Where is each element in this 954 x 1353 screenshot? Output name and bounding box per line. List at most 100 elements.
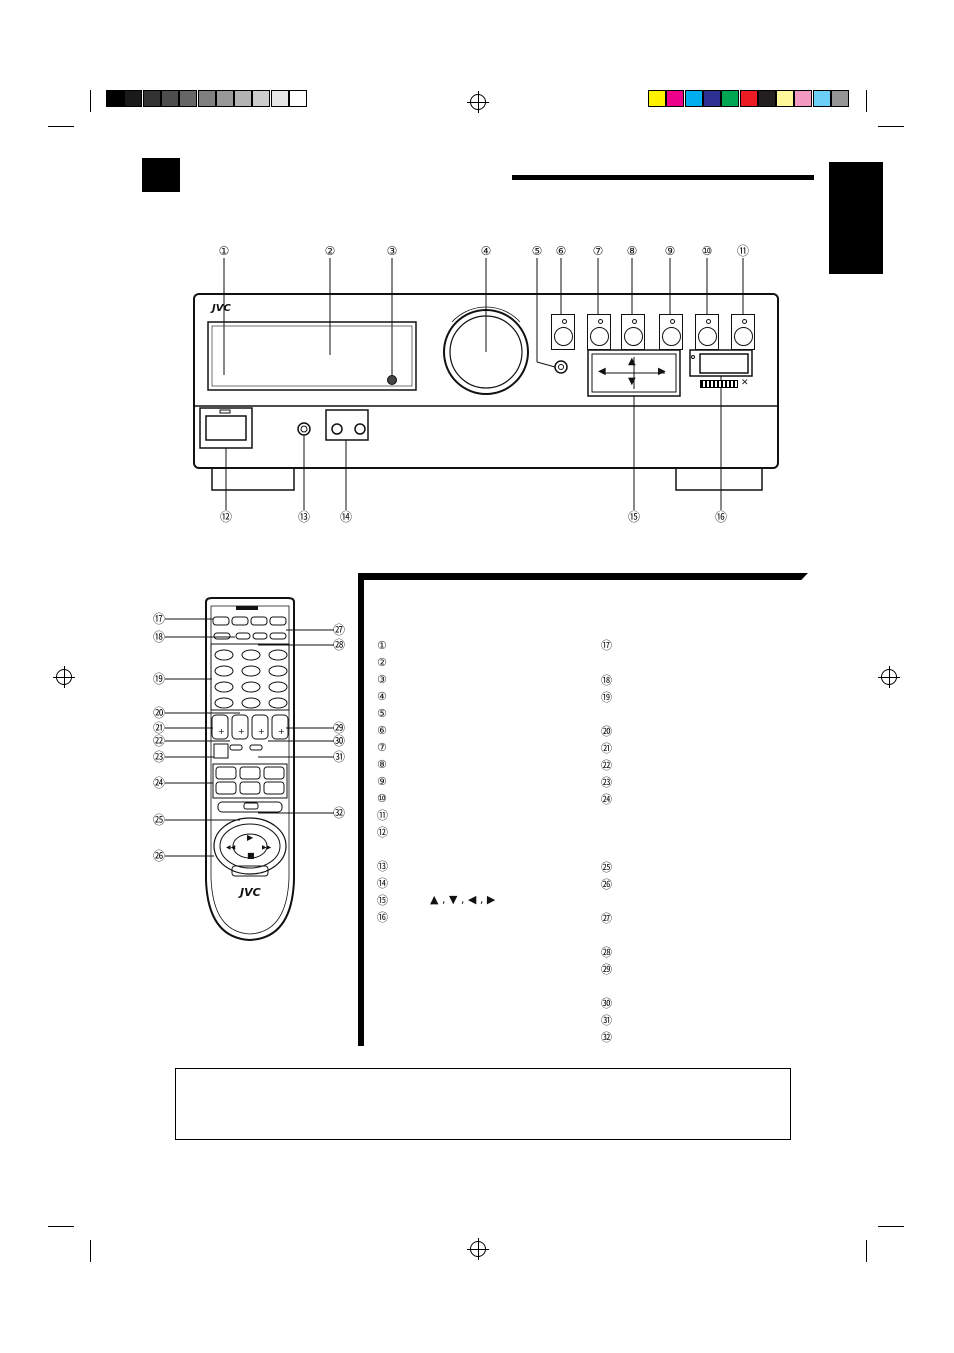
parts-list-item-number: ㉜ [601,1031,612,1044]
parts-list-item-number: ⑱ [601,674,612,687]
dsp-logo-icon: ✕ [741,378,749,388]
parts-list-item-number: ㉖ [601,878,612,891]
parts-list-item-number: ㉘ [601,946,612,959]
registration-mark-top [467,91,489,113]
callout-4: ④ [480,244,492,258]
callout-23: ㉓ [152,750,165,764]
parts-list-item-number: ㉓ [601,776,612,789]
callout-11: ⑪ [736,244,749,258]
grayscale-swatch [179,90,198,107]
parts-list-item-number: ⑲ [601,691,612,704]
parts-list-item-number: ㉒ [601,759,612,772]
parts-list-item-number: ⑳ [601,725,612,738]
parts-list-item-number: ⑥ [377,724,387,737]
parts-list-item-number: ④ [377,690,387,703]
parts-list-item-number: ㉕ [601,861,612,874]
grayscale-swatch [252,90,271,107]
arrow-symbols: ▲ , ▼ , ◀ , ▶ [430,893,496,906]
front-button-7[interactable] [587,314,611,350]
callout-12: ⑫ [219,510,232,524]
front-button-8[interactable] [621,314,645,350]
parts-list-item-number: ⑯ [377,911,388,924]
parts-list-item-number: ㉑ [601,742,612,755]
parts-list-item-number: ① [377,639,387,652]
front-arrow-right-button[interactable]: ▶ [658,366,666,377]
parts-list-item-number: ⑤ [377,707,387,720]
color-swatch [739,90,758,107]
callout-6: ⑥ [555,244,567,258]
svg-text:▶▶: ▶▶ [262,844,272,851]
grayscale-swatch [197,90,216,107]
callout-16: ⑯ [714,510,727,524]
svg-text:+: + [258,727,265,736]
parts-list-left-rule [358,573,364,1046]
callout-13: ⑬ [297,510,310,524]
remote-control-drawing: ++++ ▶■ ◀◀▶▶ [165,597,334,942]
callout-27: ㉗ [332,623,345,637]
grayscale-swatch [160,90,179,107]
svg-text:▶: ▶ [247,833,254,842]
dolby-logo [700,380,738,388]
callout-26: ㉖ [152,849,165,863]
parts-list-item-number: ㉛ [601,1014,612,1027]
speakers-buttons [325,409,369,441]
grayscale-swatch [124,90,143,107]
parts-list-item-number: ⑪ [377,809,388,822]
callout-10: ⑩ [701,244,713,258]
callout-22: ㉒ [152,734,165,748]
registration-mark-bottom [467,1238,489,1260]
color-swatch [648,90,666,107]
color-swatch [702,90,721,107]
parts-list-item-number: ⑦ [377,741,387,754]
callout-1: ① [218,244,230,258]
remote-jvc-logo: JVC [240,886,261,899]
parts-list-item-number: ㉚ [601,997,612,1010]
callout-32: ㉜ [332,806,345,820]
front-button-11[interactable] [731,314,755,350]
color-swatch [831,90,849,107]
callout-31: ㉛ [332,750,345,764]
color-swatch [812,90,831,107]
callout-19: ⑲ [152,672,165,686]
color-swatch [721,90,740,107]
front-arrow-up-button[interactable]: ▲ [628,356,636,367]
callout-21: ㉑ [152,721,165,735]
parts-list-item-number: ⑨ [377,775,387,788]
front-button-10[interactable] [695,314,719,350]
grayscale-swatch [289,90,307,107]
callout-5: ⑤ [531,244,543,258]
callout-3: ③ [386,244,398,258]
front-jvc-logo: JVC [212,303,231,314]
note-box [175,1068,791,1140]
parts-list-item-number: ③ [377,673,387,686]
callout-15: ⑮ [627,510,640,524]
color-swatch [684,90,703,107]
front-button-9[interactable] [659,314,683,350]
receiver-foot-left [211,467,295,491]
svg-text:◀◀: ◀◀ [226,844,236,851]
grayscale-swatch [215,90,234,107]
color-swatch [776,90,795,107]
receiver-foot-right [675,467,763,491]
parts-list-item-number: ⑬ [377,860,388,873]
svg-text:■: ■ [247,851,255,860]
parts-list-header-bar [358,573,808,580]
power-switch [205,415,247,441]
parts-list-item-number: ⑭ [377,877,388,890]
front-button-6[interactable] [551,314,575,350]
section-marker-square [142,158,180,192]
color-swatch [666,90,685,107]
registration-mark-right [878,666,900,688]
callout-9: ⑨ [664,244,676,258]
callout-7: ⑦ [592,244,604,258]
title-rule [512,175,814,180]
callout-20: ⑳ [152,706,165,720]
front-arrow-left-button[interactable]: ◀ [598,366,606,377]
callout-2: ② [324,244,336,258]
callout-30: ㉚ [332,734,345,748]
callout-17: ⑰ [152,612,165,626]
front-arrow-down-button[interactable]: ▼ [628,376,636,387]
callout-18: ⑱ [152,630,165,644]
parts-list-item-number: ㉙ [601,963,612,976]
svg-text:+: + [218,727,225,736]
